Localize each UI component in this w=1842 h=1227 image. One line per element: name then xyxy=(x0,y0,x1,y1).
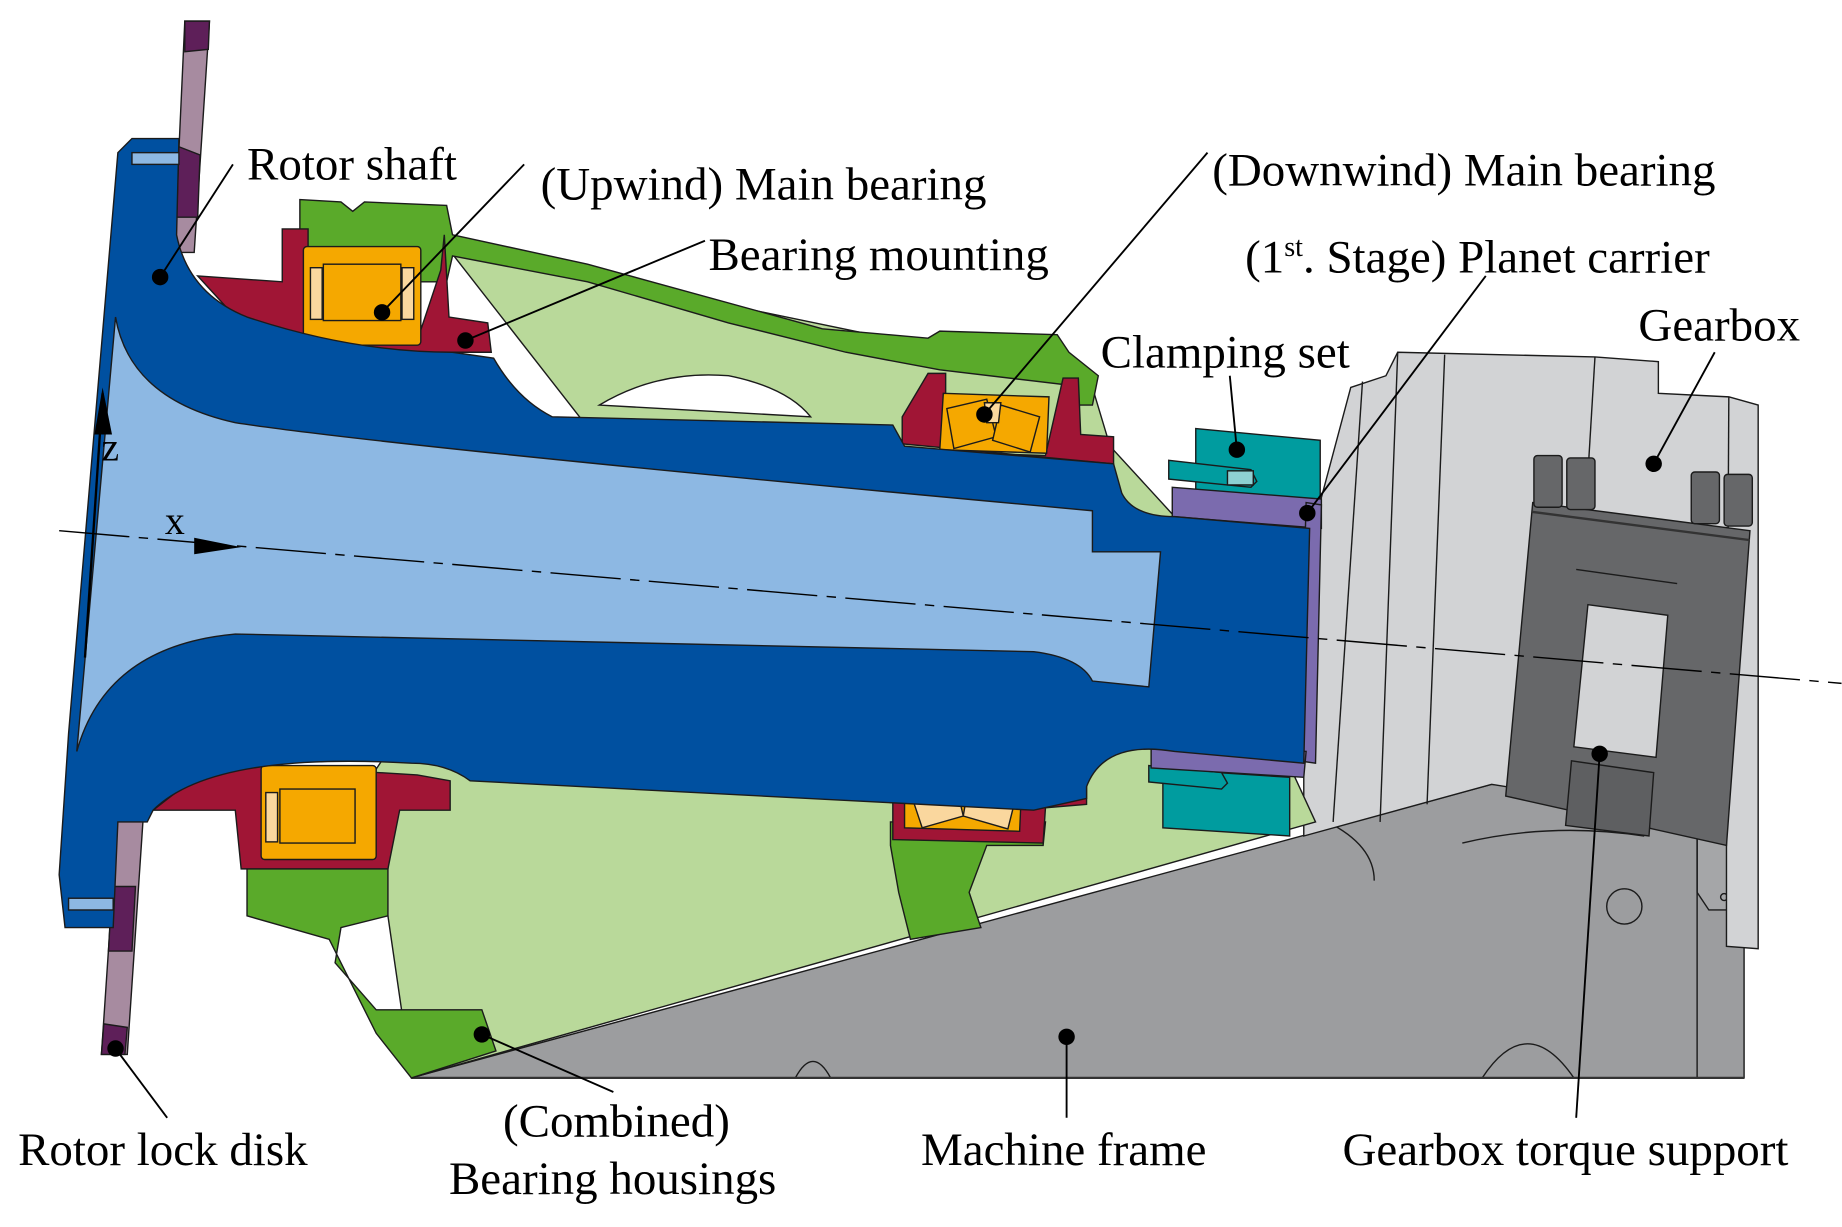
marker-gearbox xyxy=(1645,455,1662,473)
x-axis-arrow-icon xyxy=(194,537,242,555)
marker-upwind-bearing xyxy=(373,304,391,321)
label-gearbox: Gearbox xyxy=(1638,300,1800,352)
marker-gearbox-torque-support xyxy=(1591,745,1608,763)
torque-support-lug xyxy=(1723,473,1754,527)
upwind-bearing-top-cage xyxy=(309,267,323,321)
frame-hole xyxy=(1606,888,1643,925)
center-line xyxy=(59,530,1842,685)
gearbox-panel-line xyxy=(1426,354,1446,805)
label-machine-frame: Machine frame xyxy=(921,1124,1206,1176)
leader-rotor-shaft xyxy=(159,163,234,278)
x-axis-label: x xyxy=(165,498,185,543)
label-upwind-main-bearing: (Upwind) Main bearing xyxy=(541,159,987,211)
coordinate-system: z x xyxy=(59,387,1842,685)
annotations xyxy=(107,152,1716,1119)
label-planet-carrier-text: . Stage) Planet carrier xyxy=(1303,231,1710,283)
rotor-shaft-groove xyxy=(67,897,114,911)
leader-upwind-bearing xyxy=(381,163,525,313)
leader-gearbox-torque-support xyxy=(1575,753,1601,1118)
torque-support-rail xyxy=(1576,568,1678,585)
rotor-lock-disk-top-dark xyxy=(175,145,201,218)
label-bearing-mounting: Bearing mounting xyxy=(708,229,1048,281)
marker-clamping-set xyxy=(1228,441,1246,458)
frame-arch xyxy=(1481,1043,1575,1079)
leader-rotor-lock-disk xyxy=(114,1047,168,1119)
leader-clamping-set xyxy=(1228,375,1238,450)
clamping-set-bolt-tip xyxy=(1226,470,1254,486)
label-downwind-main-bearing: (Downwind) Main bearing xyxy=(1212,145,1715,197)
torque-support-lug xyxy=(1690,471,1721,525)
gearbox-torque-support xyxy=(1504,454,1754,847)
bearing-housing-bottom-left xyxy=(246,821,497,1079)
upwind-bearing-bottom-roller xyxy=(279,788,356,844)
rotor-lock-disk xyxy=(100,20,211,1056)
marker-machine-frame xyxy=(1058,1028,1075,1046)
label-clamping-set: Clamping set xyxy=(1101,327,1350,379)
leader-gearbox xyxy=(1652,351,1716,465)
marker-rotor-shaft xyxy=(151,268,169,286)
rotor-lock-disk-bottom-dark xyxy=(107,885,137,952)
leader-bearing-housings xyxy=(481,1033,614,1093)
frame-arch-small xyxy=(794,1060,832,1079)
rotor-lock-disk-top-dark xyxy=(184,20,211,53)
housing-opening xyxy=(596,374,813,418)
label-bearing-housings-line2: Bearing housings xyxy=(449,1153,776,1205)
label-bearing-housings-line1: (Combined) xyxy=(503,1096,730,1148)
marker-bearing-mounting xyxy=(457,332,474,349)
torque-support-lug xyxy=(1533,454,1563,508)
marker-planet-carrier xyxy=(1299,504,1316,522)
downwind-bearing-top-roller xyxy=(991,404,1041,453)
torque-support-window xyxy=(1573,603,1669,759)
bearing-housing-top xyxy=(299,198,1100,406)
z-axis-arrow-icon xyxy=(94,387,113,435)
upwind-bearing-bottom-cage xyxy=(265,791,279,843)
gearbox-panel-line xyxy=(1332,381,1364,822)
upwind-bearing-top-cage xyxy=(401,267,415,321)
torque-support-rail xyxy=(1532,510,1751,542)
labels: Rotor shaft (Upwind) Main bearing Bearin… xyxy=(18,139,1800,1205)
leader-bearing-mounting xyxy=(465,239,706,342)
label-planet-carrier-prefix: (1 xyxy=(1245,231,1284,283)
label-rotor-shaft: Rotor shaft xyxy=(247,139,457,191)
marker-rotor-lock-disk xyxy=(107,1040,124,1057)
label-planet-carrier: (1st. Stage) Planet carrier xyxy=(1245,231,1710,283)
leader-planet-carrier xyxy=(1306,275,1487,514)
label-planet-carrier-sup: st xyxy=(1284,232,1303,263)
rotor-shaft xyxy=(58,137,1311,929)
gearbox-panel-line xyxy=(1379,352,1399,822)
marker-bearing-housings xyxy=(473,1026,491,1043)
label-gearbox-torque-support: Gearbox torque support xyxy=(1343,1124,1789,1176)
label-rotor-lock-disk: Rotor lock disk xyxy=(18,1124,308,1176)
torque-support-block xyxy=(1564,760,1655,837)
z-axis xyxy=(83,393,104,658)
marker-downwind-bearing xyxy=(976,406,993,423)
rotor-shaft-bore xyxy=(76,316,1162,752)
z-axis-label: z xyxy=(101,424,119,469)
rotor-shaft-groove xyxy=(131,151,180,166)
leader-downwind-bearing xyxy=(983,152,1209,416)
torque-support-lug xyxy=(1566,457,1596,511)
